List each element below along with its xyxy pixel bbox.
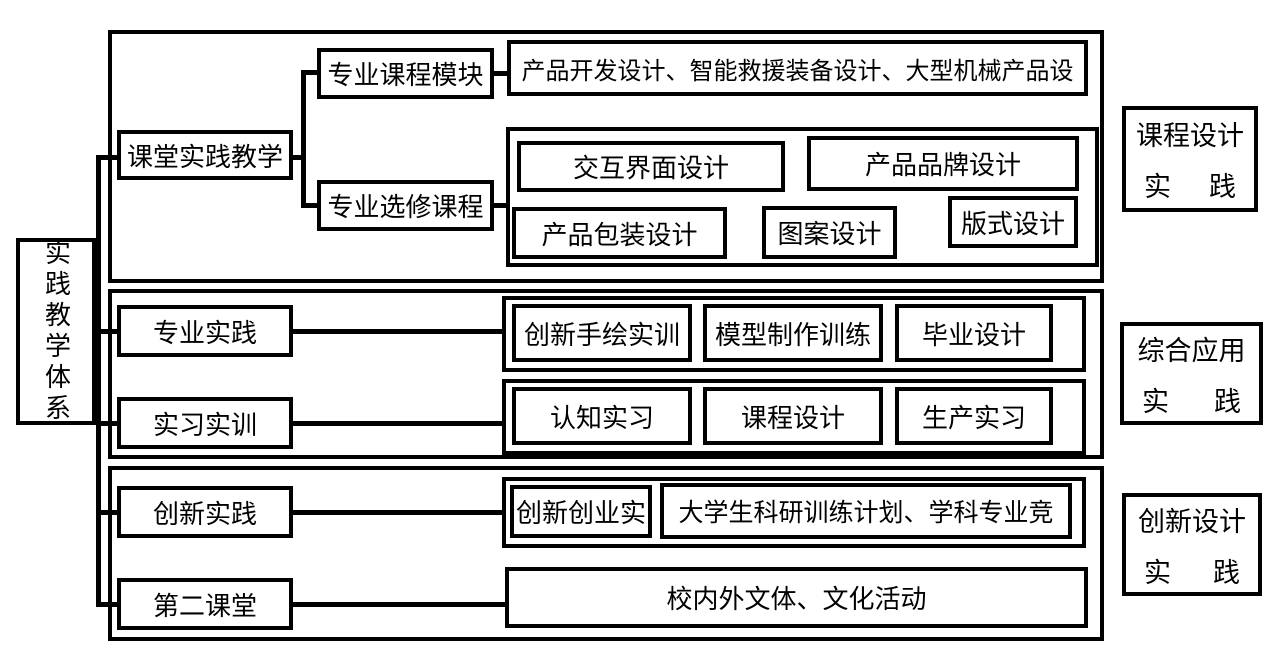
connector-trunk-vertical	[96, 155, 101, 607]
connector-root-stub	[92, 329, 102, 334]
connector-practice-row1	[291, 329, 503, 334]
label-line2: 实 践	[1126, 165, 1254, 204]
group-internship-items	[502, 379, 1086, 455]
connector-to-second-classroom	[99, 602, 119, 607]
node-elective-packaging-design: 产品包装设计	[512, 207, 727, 259]
label-line2: 实 践	[1124, 380, 1259, 419]
label-char-a: 实	[1142, 386, 1169, 417]
label-line1: 课程设计	[1136, 121, 1244, 151]
connector-to-elective	[304, 203, 318, 208]
group-professional-practice-items	[502, 296, 1086, 372]
connector-to-internship	[99, 421, 119, 426]
connector-branch-vertical	[301, 70, 306, 208]
label-char-a: 实	[1144, 172, 1171, 202]
group-innovation-items	[502, 477, 1086, 548]
label-innovation-design-practice: 创新设计 实 践	[1122, 493, 1262, 596]
node-cultural-activities: 校内外文体、文化活动	[505, 567, 1088, 628]
node-innovation-practice: 创新实践	[117, 486, 293, 538]
connector-elective-to-courses	[492, 203, 507, 208]
node-internship-training: 实习实训	[117, 397, 293, 449]
node-elective-layout-design: 版式设计	[948, 196, 1078, 248]
group-elective-courses	[506, 127, 1099, 267]
node-course-design: 课程设计	[703, 387, 883, 445]
label-course-design-practice: 课程设计 实 践	[1122, 106, 1258, 212]
connector-to-module	[304, 70, 318, 75]
label-line2: 实 践	[1126, 551, 1258, 590]
node-second-classroom: 第二课堂	[117, 578, 293, 630]
node-model-making-training: 模型制作训练	[703, 304, 883, 362]
connector-to-classroom	[99, 155, 119, 160]
label-char-a: 实	[1144, 557, 1171, 588]
connector-to-innovation	[99, 510, 119, 515]
node-elective-courses: 专业选修课程	[317, 180, 494, 231]
connector-innovation-row2	[291, 602, 506, 607]
node-elective-pattern-design: 图案设计	[762, 206, 897, 259]
node-elective-interface-design: 交互界面设计	[517, 141, 785, 192]
section-comprehensive-practice	[108, 289, 1104, 459]
node-research-training-competition: 大学生科研训练计划、学科专业竞	[660, 483, 1072, 539]
connector-practice-row2	[291, 421, 503, 426]
connector-to-professional-practice	[99, 329, 119, 334]
node-entrepreneurship-practice: 创新创业实	[510, 485, 652, 538]
node-elective-brand-design: 产品品牌设计	[807, 136, 1079, 191]
connector-classroom-branch-stub	[291, 155, 306, 160]
label-char-b: 践	[1213, 557, 1240, 588]
node-classroom-teaching: 课堂实践教学	[117, 130, 293, 180]
label-line1: 创新设计	[1138, 506, 1246, 537]
node-cognitive-internship: 认知实习	[512, 387, 692, 445]
node-production-internship: 生产实习	[895, 387, 1053, 445]
label-comprehensive-application-practice: 综合应用 实 践	[1120, 322, 1263, 425]
label-char-b: 践	[1209, 172, 1236, 202]
connector-innovation-row1	[291, 510, 503, 515]
section-innovation-practice	[108, 466, 1104, 641]
node-course-module: 专业课程模块	[317, 48, 494, 99]
label-char-b: 践	[1214, 386, 1241, 417]
node-graduation-design: 毕业设计	[895, 304, 1053, 362]
root-node: 实践教学体系	[16, 238, 96, 425]
node-hand-drawing-training: 创新手绘实训	[512, 304, 692, 362]
label-line1: 综合应用	[1137, 335, 1246, 366]
node-professional-practice: 专业实践	[117, 305, 293, 357]
connector-module-to-courses	[492, 71, 508, 76]
node-module-course-list: 产品开发设计、智能救援装备设计、大型机械产品设	[507, 40, 1088, 96]
